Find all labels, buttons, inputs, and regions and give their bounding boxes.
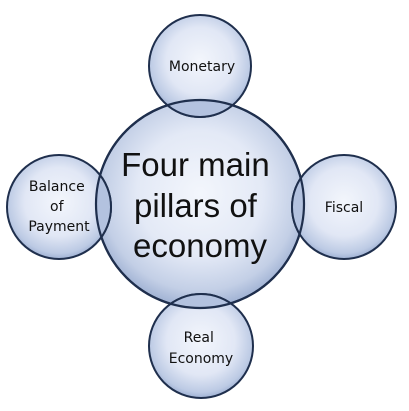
center-line-3: economy xyxy=(133,227,267,264)
center-title: Four main pillars of economy xyxy=(121,146,279,264)
fiscal-label: Fiscal xyxy=(325,200,363,216)
real-economy-circle xyxy=(148,293,254,399)
real-economy-label: Real Economy xyxy=(169,330,233,367)
balance-of-payment-label: Balance of Payment xyxy=(28,179,90,235)
center-line-1: Four main xyxy=(121,146,270,183)
monetary-label: Monetary xyxy=(169,59,235,75)
center-line-2: pillars of xyxy=(134,187,258,224)
overlap-regions xyxy=(96,100,304,308)
